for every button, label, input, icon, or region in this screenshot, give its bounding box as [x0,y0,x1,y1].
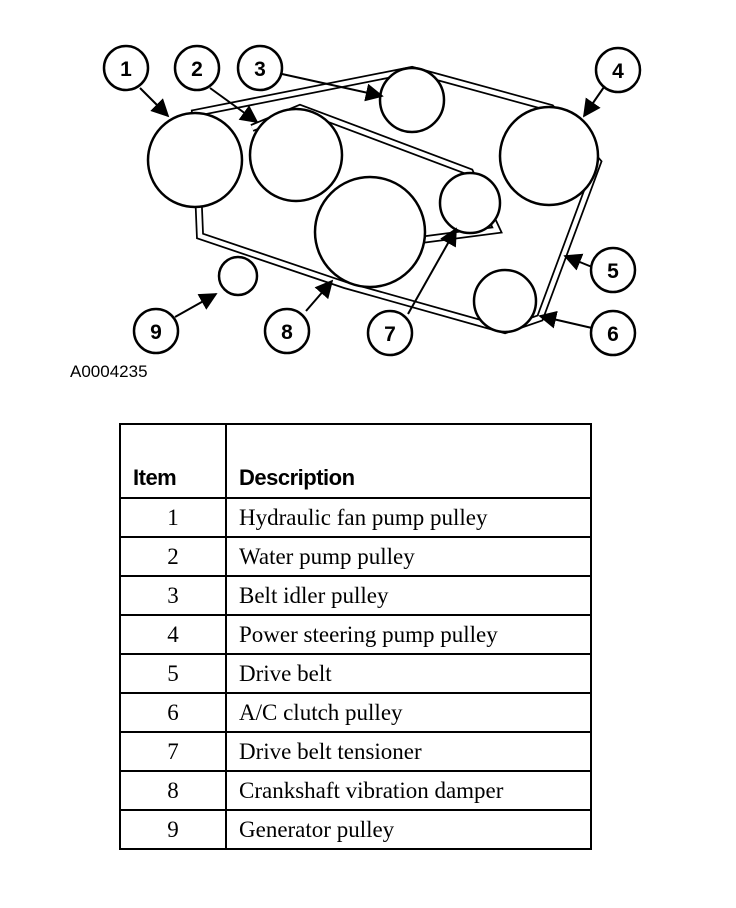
item-number: 5 [119,653,227,694]
item-description: Belt idler pulley [225,575,592,616]
belt-routing-diagram: 1 2 3 4 5 6 7 8 9 [102,44,642,357]
description-header: Description [225,423,592,499]
svg-text:3: 3 [254,58,266,81]
svg-text:6: 6 [607,323,619,346]
table-header-row: Item Description [119,423,592,499]
svg-text:2: 2 [191,58,203,81]
svg-text:5: 5 [607,260,619,283]
drive-belt-tensioner [438,171,502,235]
callout-4: 4 [594,46,642,94]
item-description: Drive belt tensioner [225,731,592,772]
item-number: 8 [119,770,227,811]
item-description: Hydraulic fan pump pulley [225,497,592,538]
item-number: 9 [119,809,227,850]
item-description: Crankshaft vibration damper [225,770,592,811]
item-number: 3 [119,575,227,616]
callout-5: 5 [589,246,637,294]
item-number: 2 [119,536,227,577]
svg-text:9: 9 [150,321,162,344]
callout-8: 8 [263,307,311,355]
item-description: Drive belt [225,653,592,694]
callout-2: 2 [173,44,221,92]
item-number: 4 [119,614,227,655]
item-description: Water pump pulley [225,536,592,577]
belt-idler-pulley [378,66,446,134]
callout-9: 9 [132,307,180,355]
item-number: 7 [119,731,227,772]
crankshaft-vibration-damper [313,175,427,289]
svg-text:1: 1 [120,58,132,81]
svg-text:8: 8 [281,321,293,344]
callout-6: 6 [589,309,637,357]
item-number: 6 [119,692,227,733]
svg-text:4: 4 [612,60,624,83]
item-description: A/C clutch pulley [225,692,592,733]
item-header: Item [119,423,227,499]
svg-text:7: 7 [384,323,396,346]
item-description: Generator pulley [225,809,592,850]
ac-clutch-pulley [472,268,538,334]
hydraulic-fan-pump-pulley [146,111,244,209]
figure-id: A0004235 [70,362,148,381]
generator-pulley [217,255,259,297]
power-steering-pump-pulley [498,105,600,207]
leader-arrows [139,73,605,329]
callout-1: 1 [102,44,150,92]
item-number: 1 [119,497,227,538]
item-description: Power steering pump pulley [225,614,592,655]
water-pump-pulley [248,107,344,203]
callout-3: 3 [236,44,284,92]
callout-7: 7 [366,309,414,357]
